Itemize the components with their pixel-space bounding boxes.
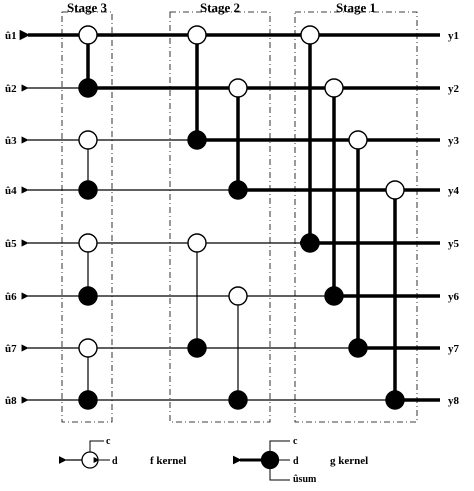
legend-g-kernel: c d ûsum g kernel [232,436,368,485]
f-kernel-node [187,233,207,253]
output-label-1: û1 [5,30,17,42]
f-kernel-node [78,338,98,358]
stage-1-label: Stage 1 [336,0,376,15]
input-label-4: y4 [448,185,460,197]
g-kernel-node [228,180,248,200]
g-kernel-node [187,130,207,150]
output-label-7: û7 [5,343,17,355]
input-label-7: y7 [448,343,460,355]
g-kernel-node [187,338,207,358]
output-label-2: û2 [5,83,17,95]
output-label-6: û6 [5,291,17,303]
g-kernel-node [324,286,344,306]
input-label-2: y2 [448,83,460,95]
legend-f-port-d: d [112,456,118,467]
input-label-6: y6 [448,291,460,303]
stage-2-box [169,11,271,423]
legend-f-port-c: c [106,436,111,447]
legend-g-port-usum: ûsum [293,474,317,485]
input-label-3: y3 [448,135,460,147]
legend-g-kernel-label: g kernel [330,455,368,467]
stage-3-box [61,11,113,423]
f-kernel-node [187,25,207,45]
input-label-1: y1 [448,30,459,42]
output-label-4: û4 [5,185,17,197]
f-kernel-node [324,78,344,98]
f-kernel-node [348,130,368,150]
io-labels: û1 û2 û3 û4 û5 û6 û7 û8 y1 y2 y3 y4 y5 y6 y7 y8 [5,30,460,407]
kernels [78,25,405,410]
input-label-5: y5 [448,238,460,250]
f-kernel-node [228,286,248,306]
stage-boxes [61,11,418,423]
g-kernel-node [78,286,98,306]
g-kernel-node [385,390,405,410]
stage-2-label: Stage 2 [200,0,240,15]
legend-f-kernel-label: f kernel [150,455,186,467]
f-kernel-node [228,78,248,98]
legend-f-kernel: c d f kernel [58,436,186,469]
f-kernel-node [78,130,98,150]
input-label-8: y8 [448,395,460,407]
g-kernel-node [300,233,320,253]
output-label-5: û5 [5,238,17,250]
g-kernel-node [78,390,98,410]
legend-f-kernel-circle [81,451,99,469]
legend-g-port-c: c [293,436,298,447]
legend-g-kernel-circle [260,450,280,470]
legend-g-port-d: d [293,456,299,467]
f-kernel-node [300,25,320,45]
output-label-3: û3 [5,135,17,147]
output-label-8: û8 [5,395,17,407]
f-kernel-node [78,25,98,45]
g-kernel-node [78,180,98,200]
stage-3-label: Stage 3 [67,0,108,15]
f-kernel-node [78,233,98,253]
g-kernel-node [78,78,98,98]
g-kernel-node [228,390,248,410]
g-kernel-node [348,338,368,358]
stage-1-box [294,11,418,423]
f-kernel-node [385,180,405,200]
legend: c d f kernel c d ûsum g kernel [58,436,368,485]
